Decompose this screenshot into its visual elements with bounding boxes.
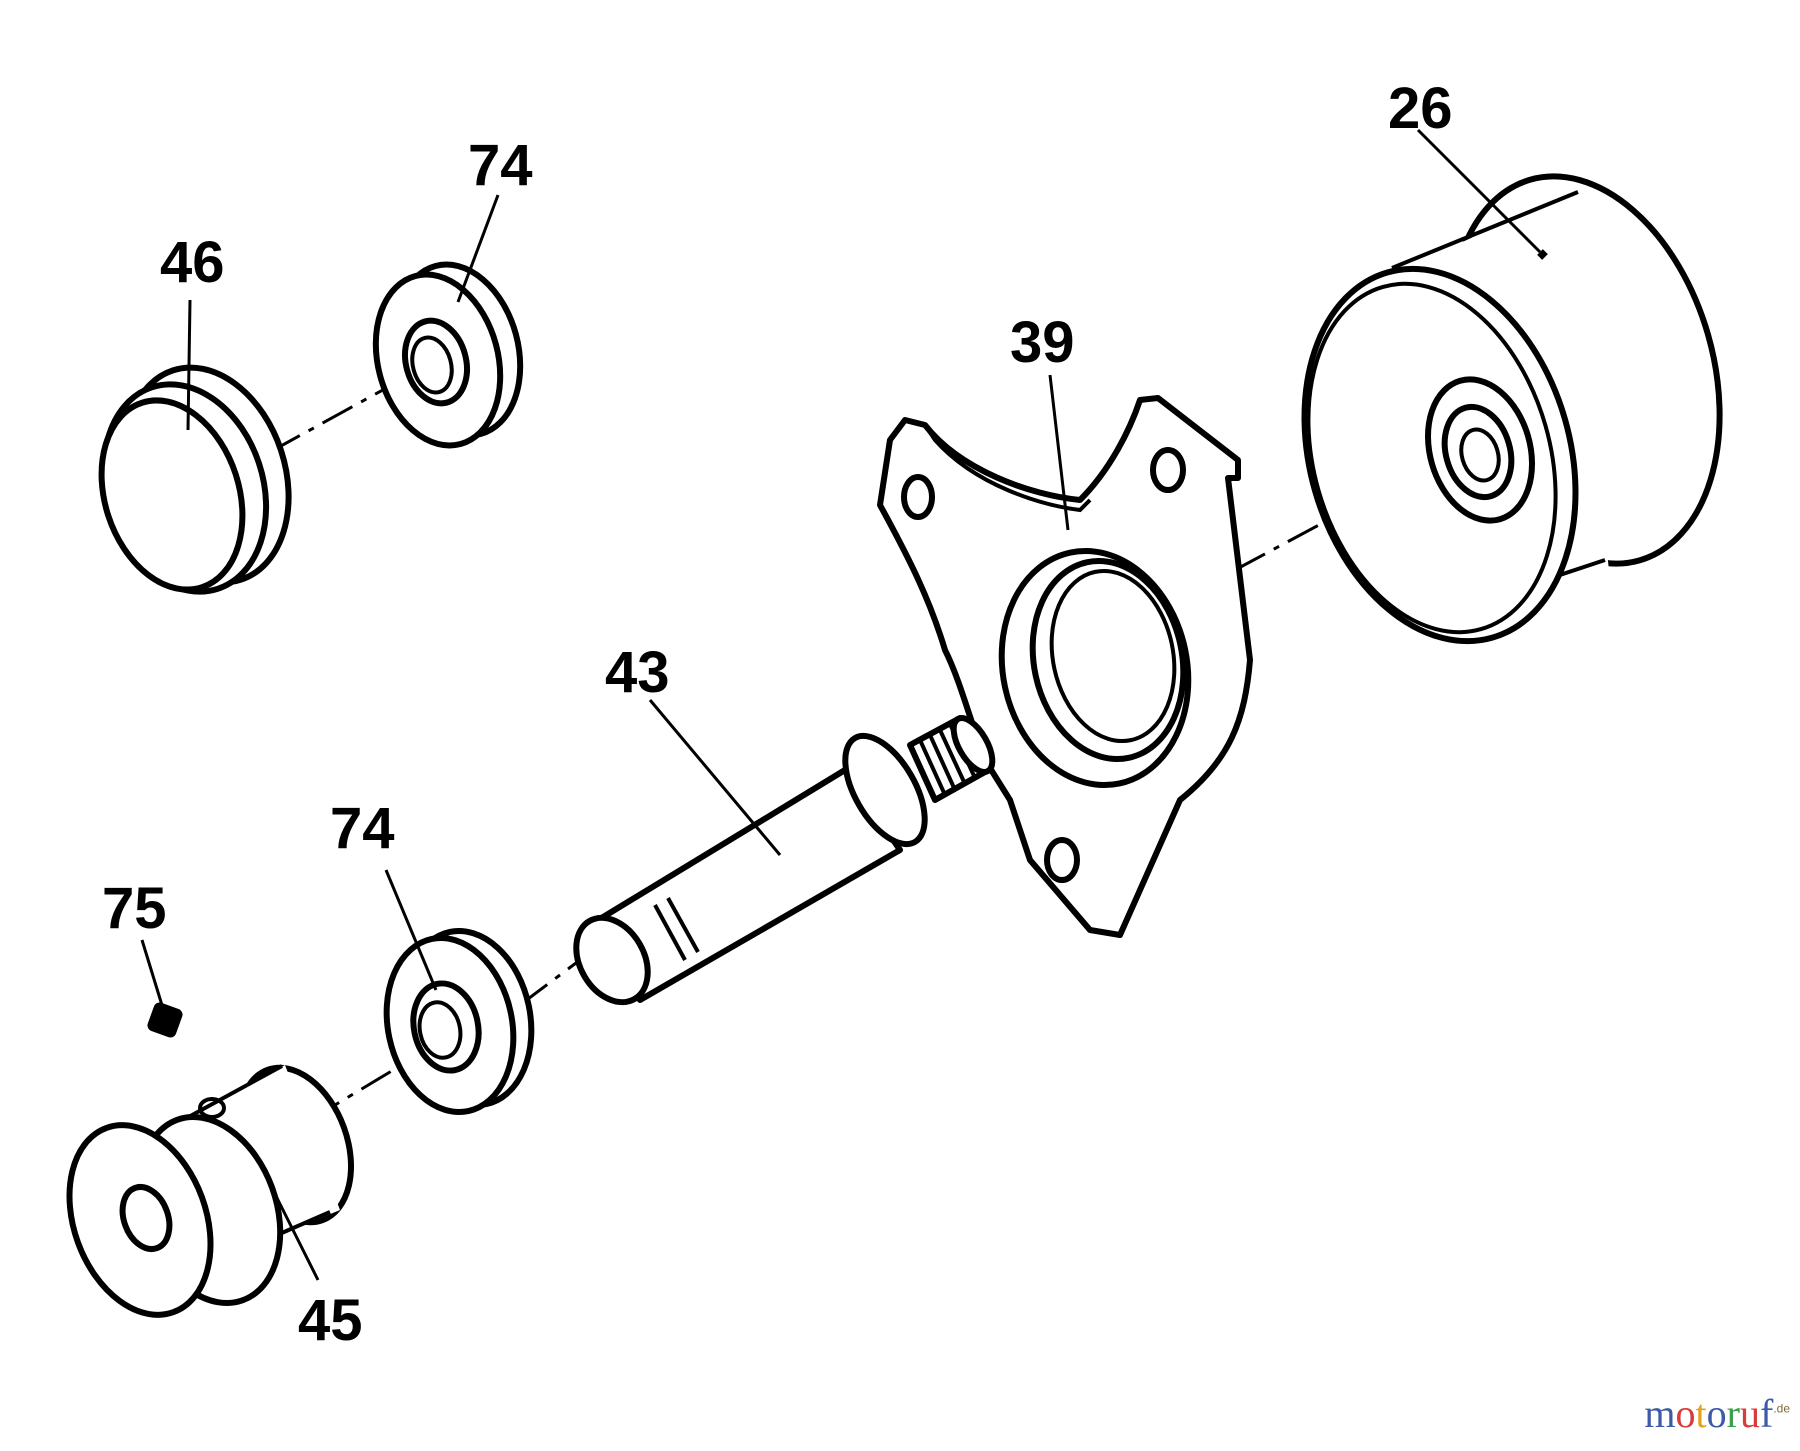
callout-74-top: 74: [468, 133, 533, 198]
watermark-suffix: .de: [1773, 1401, 1790, 1416]
part-26-pulley-drum: [1301, 173, 1723, 645]
callout-75: 75: [102, 876, 167, 941]
callout-43: 43: [605, 640, 670, 705]
part-45-adapter-sleeve: [66, 1064, 355, 1318]
part-43-shaft: [573, 715, 996, 1006]
watermark-letter: r: [1726, 1391, 1740, 1436]
part-75-set-screw: [147, 1002, 183, 1038]
part-74-bearing-top: [372, 261, 524, 449]
watermark-letter: m: [1644, 1391, 1676, 1436]
watermark-logo: motoruf.de: [1644, 1390, 1790, 1437]
watermark-letter: u: [1739, 1391, 1760, 1436]
watermark-letter: t: [1695, 1391, 1707, 1436]
watermark-letter: f: [1759, 1391, 1774, 1436]
leader-lines: [140, 128, 1548, 1281]
watermark-letters: motoruf: [1644, 1391, 1773, 1436]
part-74-bearing-bottom: [383, 927, 535, 1116]
callout-45: 45: [298, 1288, 363, 1353]
callout-46: 46: [160, 230, 225, 295]
part-39-bearing-housing: [877, 395, 1253, 938]
callout-74-bottom: 74: [330, 796, 395, 861]
part-46-end-cap: [98, 364, 292, 595]
callout-39: 39: [1010, 310, 1075, 375]
callout-26: 26: [1388, 76, 1453, 141]
callout-labels: 26 74 46 39 43 74 75 45: [102, 76, 1453, 1353]
watermark-letter: o: [1675, 1391, 1696, 1436]
watermark-letter: o: [1706, 1391, 1727, 1436]
